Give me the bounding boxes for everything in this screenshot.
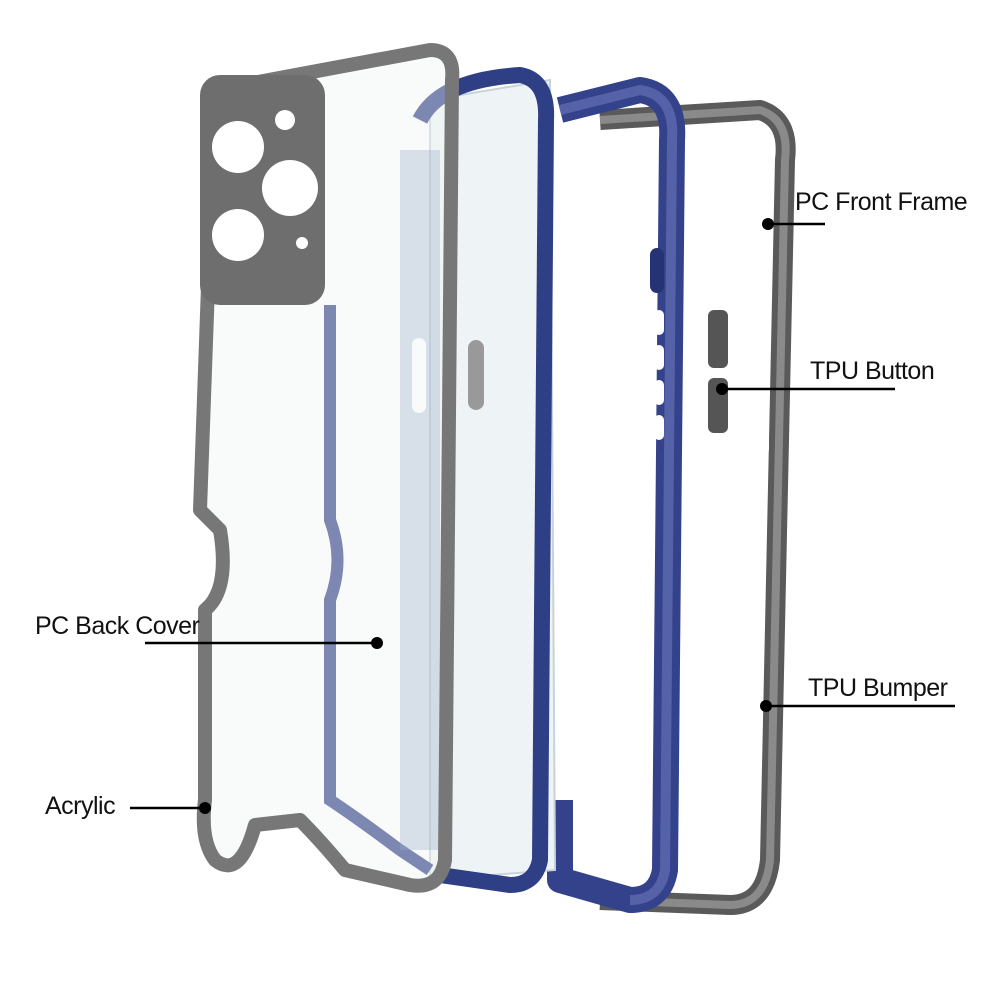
label-pc-back-cover: PC Back Cover (35, 612, 200, 640)
acrylic-back-panel (193, 43, 484, 893)
tpu-bumper (599, 100, 796, 915)
label-acrylic: Acrylic (45, 792, 116, 820)
tpu-buttons (708, 310, 728, 433)
label-tpu-bumper: TPU Bumper (808, 674, 948, 702)
callouts (130, 218, 955, 814)
label-tpu-button: TPU Button (810, 357, 935, 385)
label-pc-front-frame: PC Front Frame (795, 188, 968, 216)
pc-front-frame (547, 77, 686, 913)
